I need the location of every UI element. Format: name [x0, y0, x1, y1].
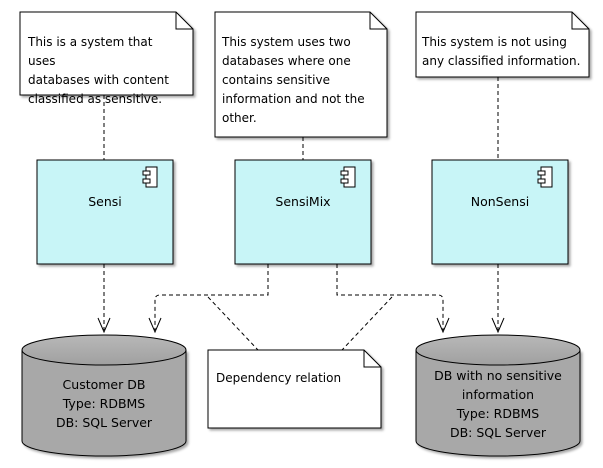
- database-nonsensitive[interactable]: [415, 334, 581, 457]
- database-top: [415, 334, 581, 366]
- database-top: [21, 334, 187, 366]
- note-fold-icon: [175, 12, 193, 30]
- database-customer-label: Customer DB Type: RDBMS DB: SQL Server: [55, 377, 153, 430]
- component-nonsensi[interactable]: [431, 159, 569, 265]
- component-sensi-label: Sensi: [88, 194, 122, 209]
- component-sensi[interactable]: [36, 159, 174, 265]
- component-sensimix[interactable]: [234, 159, 372, 265]
- component-icon: [142, 166, 158, 188]
- note-fold-icon: [571, 12, 589, 30]
- dependency-sensi-customer-db[interactable]: [97, 264, 111, 334]
- note-fold-icon: [363, 350, 381, 368]
- note-dependency-text: Dependency relation: [216, 371, 342, 385]
- note-link-dependency-right: [341, 296, 393, 351]
- note-sensimix[interactable]: [214, 11, 388, 138]
- component-nonsensi-label: NonSensi: [470, 194, 530, 209]
- note-nonsensi[interactable]: [415, 11, 590, 78]
- component-icon: [537, 166, 553, 188]
- dependency-sensimix-customer-db[interactable]: [148, 264, 269, 334]
- note-dependency[interactable]: [207, 349, 382, 429]
- dependency-nonsensi-nonsensitive-db[interactable]: [491, 264, 505, 334]
- component-sensimix-label: SensiMix: [275, 194, 331, 209]
- database-nonsensitive-label: DB with no sensitive information Type: R…: [434, 368, 562, 440]
- note-link-dependency-left: [207, 296, 259, 351]
- dependency-sensimix-nonsensitive-db[interactable]: [336, 264, 450, 334]
- component-icon: [340, 166, 356, 188]
- note-connectors: [103, 77, 499, 351]
- note-sensi[interactable]: [19, 11, 194, 96]
- database-customer[interactable]: [21, 334, 187, 457]
- note-sensi-text: This is a system that uses databases wit…: [28, 35, 169, 106]
- note-fold-icon: [369, 12, 387, 30]
- dependencies: [97, 264, 505, 334]
- note-nonsensi-text: This system is not using any classified …: [422, 35, 581, 68]
- note-sensimix-text: This system uses two databases where one…: [222, 35, 365, 125]
